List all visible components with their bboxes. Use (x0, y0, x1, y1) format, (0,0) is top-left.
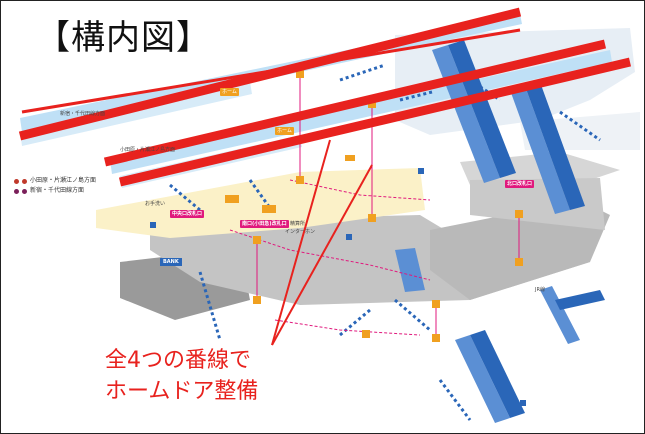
exit-label-south: 南口(小田急)改札口 (240, 220, 289, 228)
marker-3 (296, 176, 304, 184)
direction-label: 新宿・千代田線方面 (60, 111, 106, 117)
marker-8 (432, 334, 440, 342)
marker-12 (362, 330, 370, 338)
escalator-9 (395, 248, 425, 292)
tan-concourse (96, 168, 425, 238)
stair-edge-10 (339, 308, 371, 337)
direction-label: 小田原・片瀬江ノ島方面 (120, 147, 176, 153)
legend-label: 新宿・千代田線方面 (30, 187, 85, 194)
exit-label-center: 中央口改札口 (170, 210, 205, 218)
platform-strip-2 (110, 50, 612, 174)
callout-line-2: ホームドア整備 (105, 379, 259, 404)
exit-label-north: 北口改札口 (505, 180, 535, 188)
bank-label: BANK (160, 258, 182, 266)
escalator-7 (540, 286, 580, 344)
platform-door-line-2 (103, 39, 607, 167)
platform-label: ホーム (275, 127, 294, 135)
marker-10 (515, 258, 523, 266)
legend-label: 小田原・片瀬江ノ島方面 (30, 177, 97, 184)
escalator-3 (510, 86, 570, 214)
marker-1 (296, 70, 304, 78)
route-line-3 (274, 319, 421, 336)
marker-7 (432, 300, 440, 308)
legend-dot-icon (14, 188, 19, 194)
platform-door-line-1 (18, 7, 522, 141)
intercom-label: インターホン (285, 229, 316, 235)
info-icon-1 (346, 234, 352, 240)
info-icon-4 (150, 222, 156, 228)
marker-5 (253, 236, 261, 244)
marker-2 (368, 100, 376, 108)
legend-dot-icon (22, 188, 27, 194)
legend-dot-icon (22, 178, 27, 184)
stair-edge-7 (438, 379, 472, 421)
platform-door-line-3 (118, 57, 632, 187)
marker-11 (345, 155, 355, 161)
info-icon-2 (520, 400, 526, 406)
stair-edge-1 (339, 63, 386, 82)
legend-dot-icon (14, 178, 19, 184)
escalator-5 (455, 335, 510, 423)
ticket-gate-marker-2 (262, 205, 276, 213)
callout-text: 全4つの番線で ホームドア整備 (105, 345, 258, 407)
platform-strip-1b (20, 82, 252, 146)
legend-item: 新宿・千代田線方面 (14, 186, 96, 196)
ticket-gate-marker-1 (225, 195, 239, 203)
info-icon-3 (418, 168, 424, 174)
platform-door-edge-1 (21, 28, 521, 114)
marker-9 (515, 210, 523, 218)
jr-line-label: JR線 (535, 287, 545, 293)
marker-4 (368, 214, 376, 222)
callout-pointer-1 (271, 139, 331, 346)
ticket-office-label: 精算所 (290, 221, 306, 227)
escalator-4 (525, 82, 585, 210)
page-title: 【構内図】 (36, 18, 211, 58)
callout-line-1: 全4つの番線で (105, 348, 251, 373)
stair-edge-4 (559, 110, 601, 142)
stair-edge-9 (169, 183, 201, 212)
marker-6 (253, 296, 261, 304)
callout-pointer-2 (271, 164, 373, 346)
route-line-2 (289, 179, 431, 201)
escalator-8 (555, 290, 605, 310)
legend-item: 小田原・片瀬江ノ島方面 (14, 176, 96, 186)
toilet-label: お手洗い (145, 201, 166, 207)
legend: 小田原・片瀬江ノ島方面 新宿・千代田線方面 (14, 176, 96, 196)
escalator-6 (470, 330, 525, 418)
stair-edge-6 (394, 298, 431, 332)
platform-label: ホーム (220, 88, 239, 96)
